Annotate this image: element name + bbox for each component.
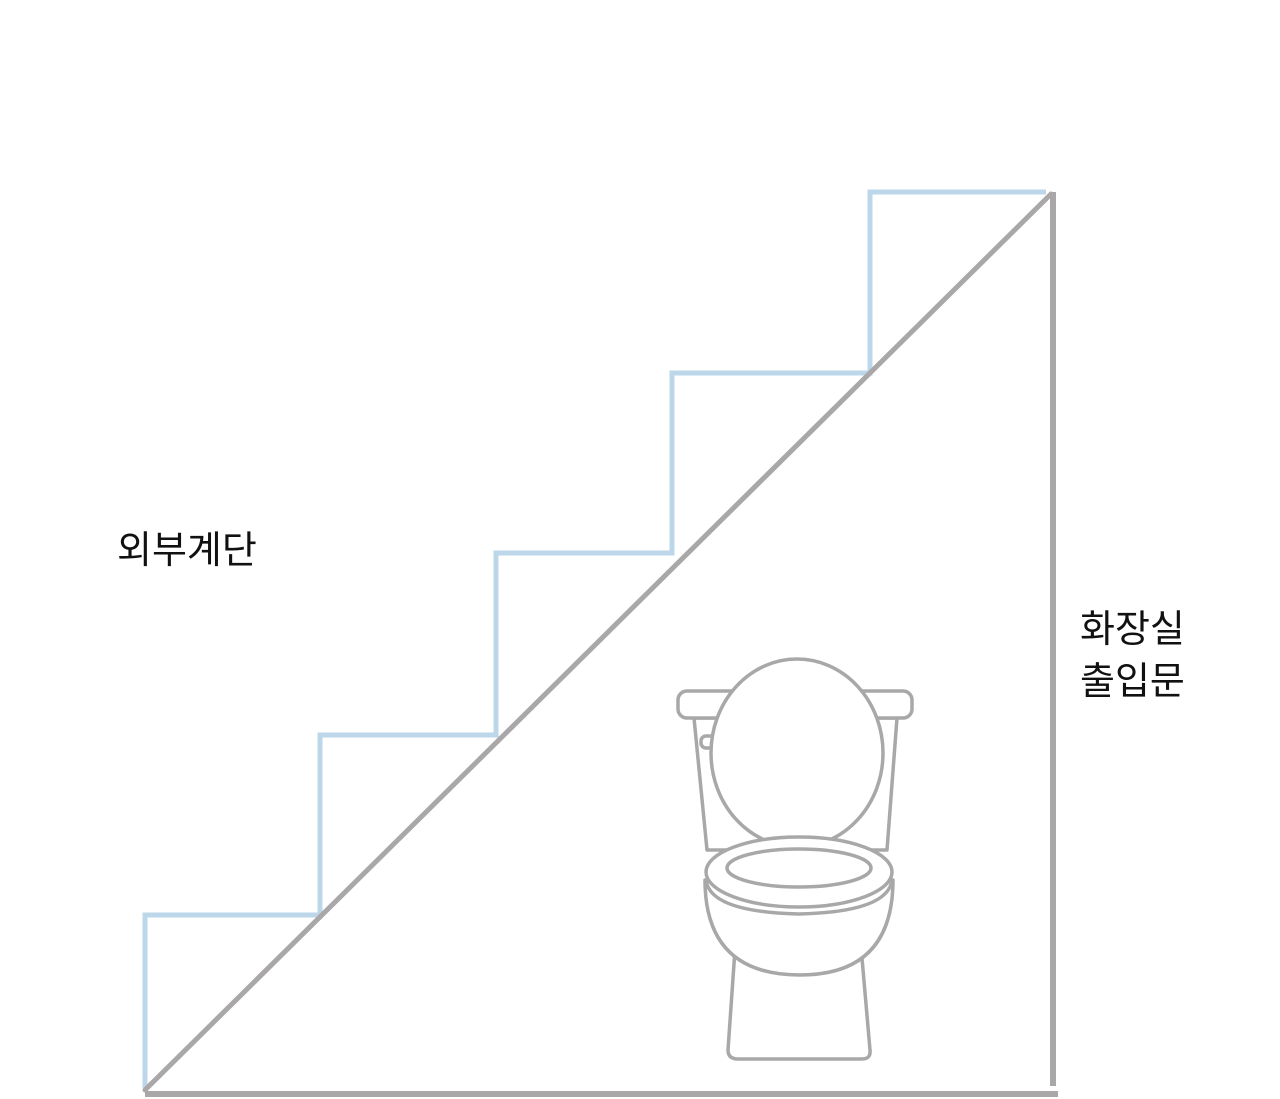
restroom-door-label-line2: 출입문 — [1080, 659, 1185, 703]
external-stairs-label: 외부계단 — [117, 528, 257, 572]
restroom-door-label-line1: 화장실 — [1080, 607, 1185, 651]
toilet-icon — [676, 657, 914, 1061]
stair-steps — [142, 189, 1046, 1088]
stair-diagonal — [142, 191, 1054, 1093]
restroom-door-label: 화장실 출입문 — [1080, 603, 1185, 707]
